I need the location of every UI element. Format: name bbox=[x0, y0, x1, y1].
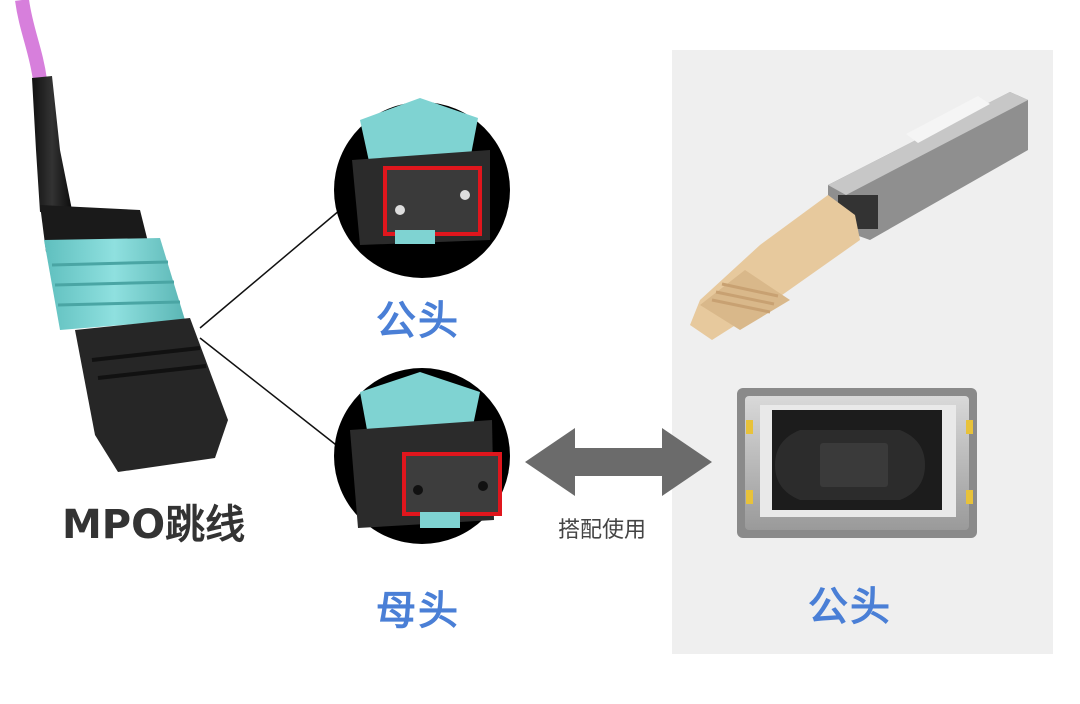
cable-boot bbox=[32, 76, 72, 212]
mpo-jumper-label: MPO跳线 bbox=[62, 502, 246, 548]
transceiver-module bbox=[690, 92, 1028, 340]
female-closeup bbox=[334, 368, 510, 544]
leader-line-male bbox=[199, 209, 341, 329]
double-arrow bbox=[525, 428, 712, 496]
male-closeup bbox=[334, 98, 510, 278]
male-top-label: 公头 bbox=[376, 298, 460, 344]
fiber-cable bbox=[15, 0, 47, 81]
transceiver-port-front bbox=[737, 388, 977, 538]
pair-use-label: 搭配使用 bbox=[558, 518, 647, 543]
female-label: 母头 bbox=[376, 588, 460, 634]
leader-line-female bbox=[199, 337, 341, 449]
male-right-label: 公头 bbox=[808, 584, 892, 630]
